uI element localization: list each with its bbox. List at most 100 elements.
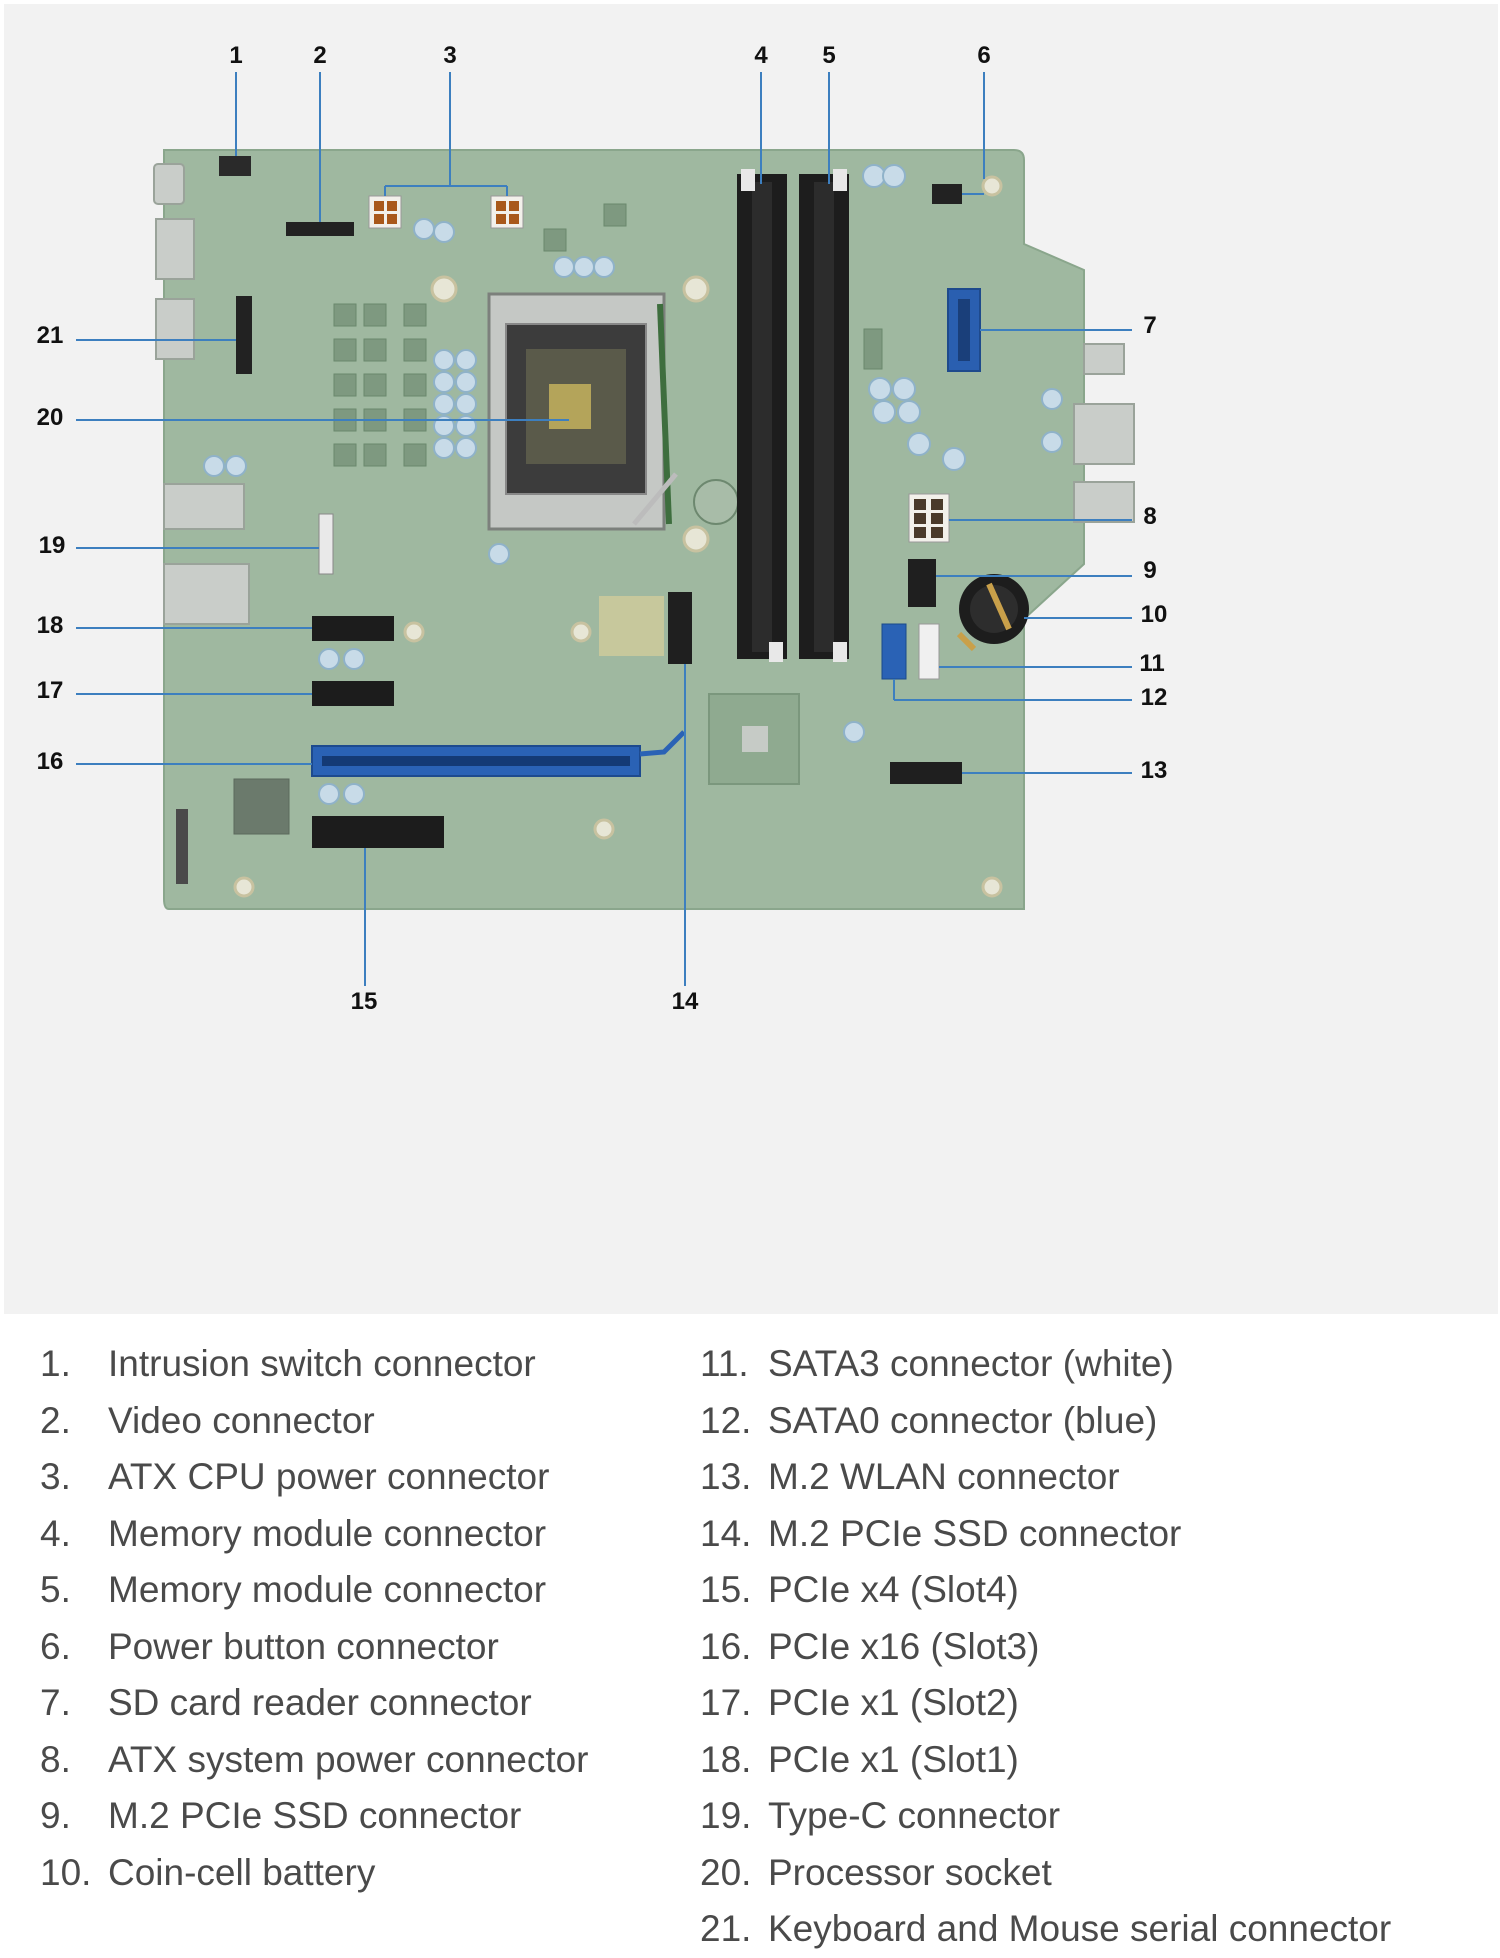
legend-label: SD card reader connector [108, 1682, 532, 1723]
legend-label: Processor socket [768, 1851, 1052, 1893]
m2-pcie-ssd-connector-side [908, 559, 936, 607]
legend-item: 14. M.2 PCIe SSD connector [700, 1506, 1181, 1563]
callout-17: 17 [36, 677, 64, 704]
legend-item: 21. Keyboard and Mouse serial connector [700, 1901, 1391, 1958]
atx-system-power-connector [908, 493, 950, 543]
motherboard-figure: 1 2 3 4 5 6 7 8 9 10 11 12 13 14 15 16 1… [4, 4, 1498, 1314]
intrusion-switch-connector [219, 156, 251, 176]
legend-item: 13.M.2 WLAN connector [700, 1449, 1120, 1506]
legend-item: 10. Coin-cell battery [40, 1845, 375, 1902]
legend-label: PCIe x1 (Slot1) [768, 1738, 1019, 1780]
legend-number: 3. [40, 1456, 71, 1497]
legend-number: 12. [700, 1399, 752, 1441]
legend-label: ATX system power connector [108, 1738, 589, 1780]
legend-number: 6. [40, 1625, 71, 1667]
legend-label: ATX CPU power connector [108, 1456, 550, 1497]
legend-label: PCIe x16 (Slot3) [768, 1625, 1040, 1667]
legend-number: 4. [40, 1512, 71, 1554]
legend-item: 19.Type-C connector [700, 1788, 1060, 1845]
coin-cell-battery [956, 574, 1029, 652]
legend-number: 9. [40, 1795, 71, 1836]
legend-item: 2.Video connector [40, 1393, 375, 1450]
callout-7: 7 [1143, 312, 1157, 339]
legend-label: M.2 PCIe SSD connector [768, 1512, 1182, 1554]
sata0-connector [881, 623, 907, 680]
legend-label: Coin-cell battery [108, 1851, 376, 1893]
pcie-x16-slot3 [311, 730, 686, 777]
callout-20: 20 [36, 404, 64, 431]
legend-label: SATA3 connector (white) [768, 1343, 1174, 1384]
vrm-components [333, 203, 883, 467]
legend-number: 16. [700, 1625, 752, 1667]
io-controller-chip [233, 778, 290, 835]
component-legend: 1.Intrusion switch connector 2.Video con… [0, 1320, 1500, 1950]
legend-column-right: 11. SATA3 connector (white) 12. SATA0 conn… [700, 1336, 1391, 1958]
legend-item: 15. PCIe x4 (Slot4) [700, 1562, 1019, 1619]
sata3-connector [918, 623, 940, 680]
legend-number: 1. [40, 1343, 71, 1384]
legend-item: 11. SATA3 connector (white) [700, 1336, 1174, 1393]
processor-socket [487, 292, 678, 531]
legend-label: Power button connector [108, 1625, 499, 1667]
legend-number: 8. [40, 1738, 71, 1780]
callout-19: 19 [38, 532, 66, 559]
legend-number: 11. [700, 1343, 749, 1384]
legend-item: 20.Processor socket [700, 1845, 1052, 1902]
legend-number: 17. [700, 1682, 752, 1723]
sd-card-reader-connector [947, 288, 981, 372]
legend-item: 3. ATX CPU power connector [40, 1449, 549, 1506]
mounting-holes [233, 175, 1003, 898]
legend-number: 21. [700, 1908, 752, 1949]
legend-number: 7. [40, 1682, 71, 1723]
callout-12: 12 [1140, 684, 1168, 711]
legend-item: 4.Memory module connector [40, 1506, 546, 1563]
callout-8: 8 [1143, 503, 1157, 530]
type-c-connector [318, 513, 334, 575]
motherboard-diagram [76, 72, 1135, 986]
callout-15: 15 [350, 988, 378, 1015]
legend-label: PCIe x1 (Slot2) [768, 1682, 1019, 1723]
legend-number: 5. [40, 1569, 71, 1610]
callout-10: 10 [1140, 601, 1168, 628]
legend-item: 9. M.2 PCIe SSD connector [40, 1788, 521, 1845]
keyboard-mouse-serial-connector [236, 296, 252, 374]
callout-5: 5 [822, 42, 836, 69]
legend-item: 17. PCIe x1 (Slot2) [700, 1675, 1019, 1732]
rear-io-ports [153, 163, 1135, 625]
video-connector [286, 222, 354, 236]
front-panel-header [176, 809, 188, 884]
callout-11: 11 [1139, 650, 1165, 677]
chipset [708, 693, 800, 785]
legend-item: 12. SATA0 connector (blue) [700, 1393, 1157, 1450]
legend-number: 2. [40, 1399, 71, 1441]
pcie-x1-slot1 [312, 616, 394, 641]
legend-number: 14. [700, 1512, 752, 1554]
legend-label: PCIe x4 (Slot4) [768, 1569, 1019, 1610]
legend-label: Keyboard and Mouse serial connector [768, 1908, 1392, 1949]
legend-number: 10. [40, 1851, 92, 1893]
callout-1: 1 [229, 42, 243, 69]
legend-item: 18. PCIe x1 (Slot1) [700, 1732, 1019, 1789]
m2-ssd-area [599, 596, 664, 656]
legend-label: M.2 PCIe SSD connector [108, 1795, 522, 1836]
dell-logo [693, 479, 739, 525]
legend-number: 18. [700, 1738, 752, 1780]
callout-2: 2 [313, 42, 327, 69]
callout-21: 21 [36, 322, 64, 349]
callout-18: 18 [36, 612, 64, 639]
atx-cpu-power-connector [368, 195, 524, 229]
legend-item: 5. Memory module connector [40, 1562, 546, 1619]
memory-module-connector-1 [737, 169, 787, 662]
legend-number: 15. [700, 1569, 752, 1610]
legend-item: 16. PCIe x16 (Slot3) [700, 1619, 1039, 1676]
pcie-x4-slot4 [312, 816, 444, 848]
callout-3: 3 [443, 42, 457, 69]
callout-16: 16 [36, 748, 64, 775]
legend-label: SATA0 connector (blue) [768, 1399, 1158, 1441]
power-button-connector [932, 184, 962, 204]
m2-pcie-ssd-connector [668, 592, 692, 664]
leader-lines [76, 72, 1132, 986]
legend-label: Memory module connector [108, 1569, 547, 1610]
legend-number: 19. [700, 1795, 752, 1836]
pcie-x1-slot2 [312, 681, 394, 706]
